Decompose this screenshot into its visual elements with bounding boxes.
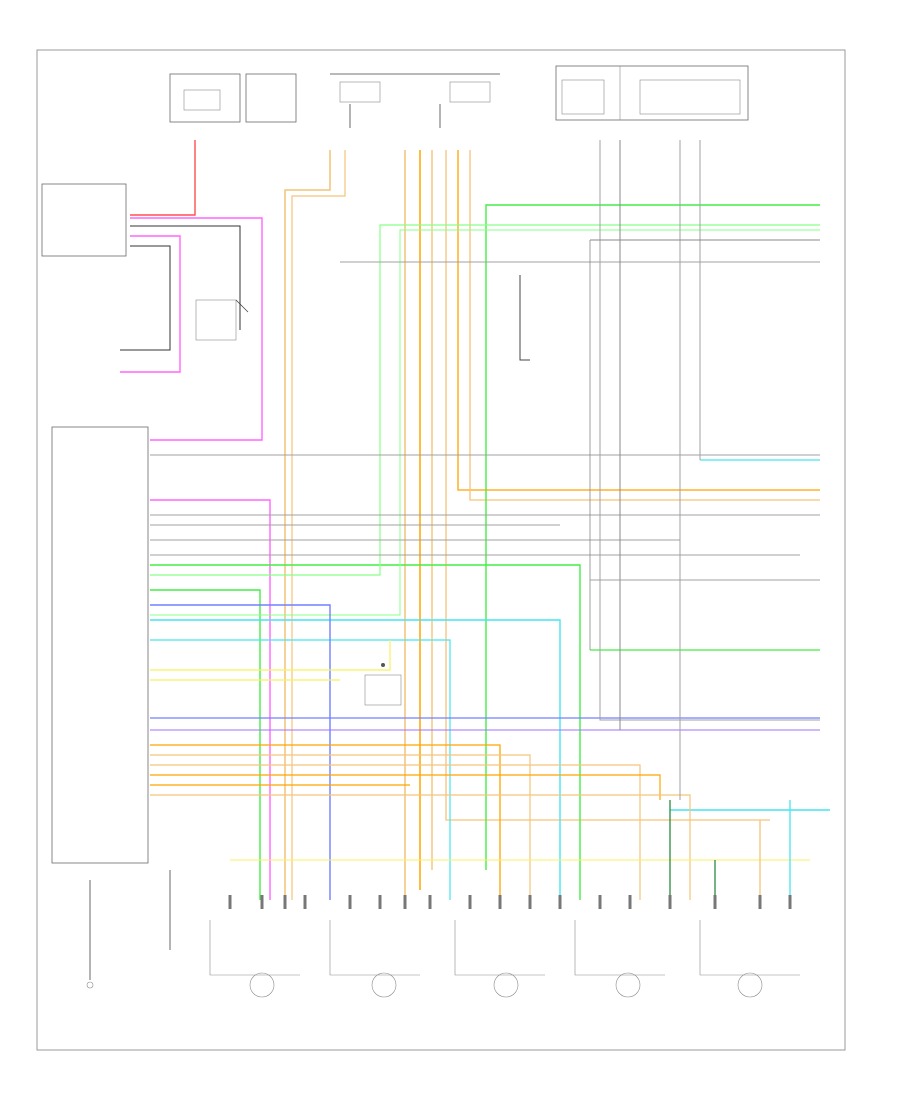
connector-terminal [498,895,502,909]
connector-terminal [558,895,562,909]
connector-terminal [260,895,264,909]
connector-terminal [283,895,287,909]
relay-block-right [555,65,749,121]
connector-terminal [428,895,432,909]
connector-terminal [628,895,632,909]
connector-terminal [598,895,602,909]
connector-terminal [403,895,407,909]
connector-terminal [788,895,792,909]
connector-terminal [668,895,672,909]
connector-terminal [228,895,232,909]
hvac-control-module-box [51,426,149,864]
actuator-motor-2 [371,972,397,998]
actuator-motor-1 [249,972,275,998]
connector-terminal [348,895,352,909]
actuator-group [249,972,763,998]
connector-terminal [528,895,532,909]
connector-terminal [713,895,717,909]
body-control-module-box [41,183,127,257]
actuator-motor-5 [737,972,763,998]
actuator-motor-3 [493,972,519,998]
connector-terminal [468,895,472,909]
connector-terminal [758,895,762,909]
fuse-block-left [169,73,241,123]
actuator-motor-4 [615,972,641,998]
connector-terminal [378,895,382,909]
connector-terminal [303,895,307,909]
diagram-frame [36,49,846,1051]
